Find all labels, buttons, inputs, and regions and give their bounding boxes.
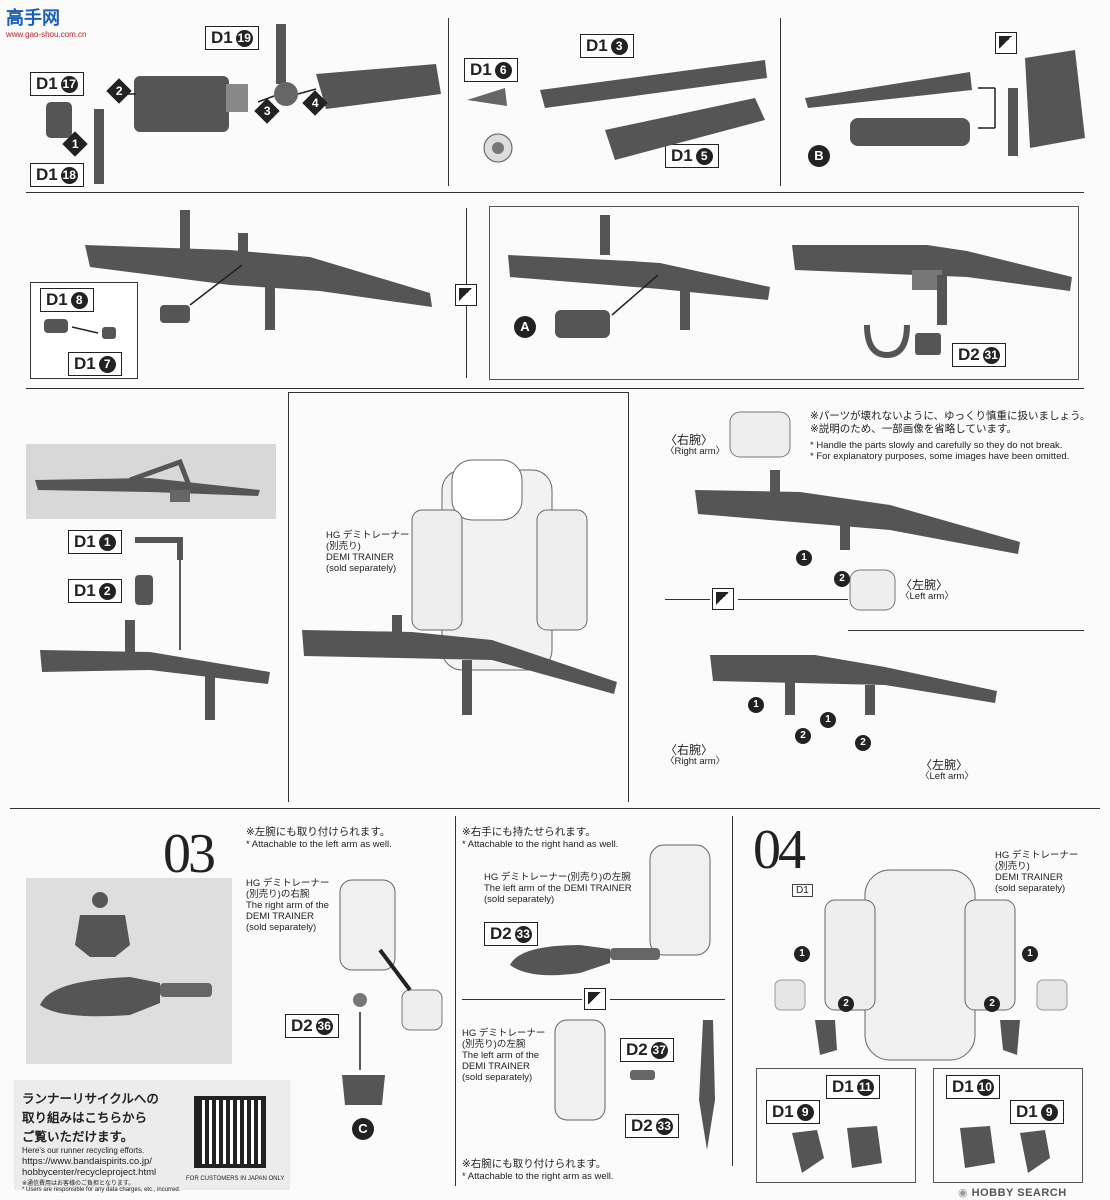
small-parts-drawing (44, 319, 116, 339)
rifle-stock-assembly-drawing (46, 24, 441, 184)
rifle-with-sling-drawing (792, 245, 1072, 359)
left-arm-demi-label-2: HG デミトレーナー (別売り)の左腕 The left arm of the … (462, 1028, 546, 1083)
divider (455, 816, 456, 1186)
hobby-search-icon: ◉ (958, 1187, 972, 1199)
right-arm-demi-label: HG デミトレーナー (別売り)の右腕 The right arm of the… (246, 878, 330, 933)
left-arm-label: 〈左腕〉 〈Left arm〉 (900, 578, 954, 602)
step-marker: 1 (796, 550, 812, 566)
left-hand-parts-drawing (960, 1126, 1050, 1173)
footer-logo: ◉ HOBBY SEARCH (958, 1187, 1067, 1199)
divider (288, 392, 289, 802)
rifle-arm-attach-drawing (695, 411, 1020, 611)
rifle-alt-grip-drawing (710, 655, 997, 715)
divider (26, 388, 1084, 389)
runner-tag-d1: D1 (792, 884, 813, 897)
demi-trainer-label: HG デミトレーナー (別売り) DEMI TRAINER (sold sepa… (326, 530, 410, 574)
step-marker: 2 (855, 735, 871, 751)
right-arm-knife-holder-drawing (339, 879, 443, 1105)
alt-divider (848, 630, 1084, 631)
barrel-assembly-drawing (467, 60, 767, 163)
hand-box-left (933, 1068, 1083, 1183)
option-panel-a (489, 206, 1079, 380)
alt-divider (610, 999, 725, 1000)
hand-box-right (756, 1068, 916, 1183)
qr-code[interactable] (194, 1096, 266, 1168)
step-number-04: 04 (753, 819, 806, 881)
divider (628, 392, 629, 802)
watermark-url: www.gao-shou.com.cn (6, 30, 87, 39)
recycle-box: ランナーリサイクルへの 取り組みはこちらから ご覧いただけます。 Here's … (14, 1080, 290, 1193)
barrel-options-drawing (805, 50, 1085, 156)
step-number-03: 03 (163, 823, 216, 885)
demi-trainer-hands-drawing (774, 869, 1068, 1061)
part-letter-a: A (514, 316, 536, 338)
divider (732, 816, 733, 1166)
step-marker: 1 (794, 946, 810, 962)
part-letter-b: B (808, 145, 830, 167)
rifle-photo-drawing (35, 458, 260, 502)
attach-left-note: ※左腕にも取り付けられます。 * Attachable to the left … (246, 826, 392, 850)
alt-divider (462, 999, 582, 1000)
alt-divider (738, 599, 848, 600)
knife-alt-drawing (554, 1019, 715, 1150)
knife-and-holder-drawing (40, 892, 212, 1017)
japan-only-text: FOR CUSTOMERS IN JAPAN ONLY (186, 1176, 285, 1182)
step-marker: 1 (748, 697, 764, 713)
watermark-logo-text: 高手网 (6, 8, 60, 28)
attach-right-note: ※右腕にも取り付けられます。 * Attachable to the right… (462, 1158, 614, 1182)
alt-divider (665, 599, 710, 600)
alternate-option-icon (584, 988, 606, 1010)
step-marker: 2 (795, 728, 811, 744)
step-marker: 2 (838, 996, 854, 1012)
right-arm-label: 〈右腕〉 〈Right arm〉 (665, 433, 726, 457)
handling-notes: ※パーツが壊れないように、ゆっくり慎重に扱いましょう。 ※説明のため、一部画像を… (810, 410, 1091, 462)
rifle-with-grip-drawing (508, 215, 770, 338)
rifle-bottom-drawing (40, 537, 270, 720)
right-hand-parts-drawing (792, 1126, 882, 1173)
right-hand-note: ※右手にも持たせられます。 * Attachable to the right … (462, 826, 619, 850)
alternate-option-icon (455, 284, 477, 306)
step-marker: 2 (984, 996, 1000, 1012)
alternate-option-icon (995, 32, 1017, 54)
right-arm-label-2: 〈右腕〉 〈Right arm〉 (665, 743, 726, 767)
divider (288, 392, 628, 393)
rifle-front-drawing (85, 210, 432, 330)
step-marker: 1 (1022, 946, 1038, 962)
demi-trainer-label-04: HG デミトレーナー (別売り) DEMI TRAINER (sold sepa… (995, 850, 1079, 894)
left-arm-demi-label: HG デミトレーナー(別売り)の左腕 The left arm of the D… (484, 872, 632, 905)
alternate-option-icon (712, 588, 734, 610)
left-arm-label-2: 〈左腕〉 〈Left arm〉 (920, 758, 974, 782)
parts-photo (26, 878, 232, 1064)
knife-left-arm-drawing (510, 844, 711, 976)
divider (448, 18, 449, 186)
divider (10, 808, 1100, 809)
divider (780, 18, 781, 186)
step-marker: 1 (820, 712, 836, 728)
watermark-logo: 高手网 www.gao-shou.com.cn (6, 4, 86, 39)
recycle-text: ランナーリサイクルへの 取り組みはこちらから ご覧いただけます。 Here's … (22, 1092, 181, 1193)
step-marker: 2 (834, 571, 850, 587)
demi-trainer-with-rifle-drawing (302, 459, 617, 715)
divider (26, 192, 1084, 193)
part-letter-c: C (352, 1118, 374, 1140)
